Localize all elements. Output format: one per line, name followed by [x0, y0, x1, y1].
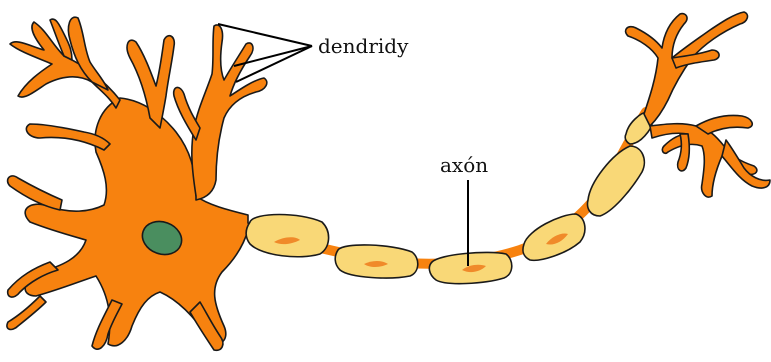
dendrite-top-right-inner — [174, 87, 200, 140]
axon-group — [244, 112, 653, 284]
dendrite-top-right — [192, 25, 267, 200]
dendrite-bottom-left-2 — [7, 296, 46, 329]
leader-line-dendrite-1 — [218, 24, 312, 46]
axon-terminal-branch-3 — [696, 115, 752, 134]
dendrite-top-left-2 — [68, 17, 108, 90]
cell-body-group — [7, 17, 267, 350]
axon-terminal-lower — [650, 124, 757, 197]
label-dendrites: dendridy — [318, 34, 409, 58]
myelin-segment-1 — [246, 215, 328, 257]
myelin-segment-5 — [588, 146, 645, 216]
axon-terminal-group — [626, 12, 770, 197]
label-axon: axón — [440, 153, 488, 177]
